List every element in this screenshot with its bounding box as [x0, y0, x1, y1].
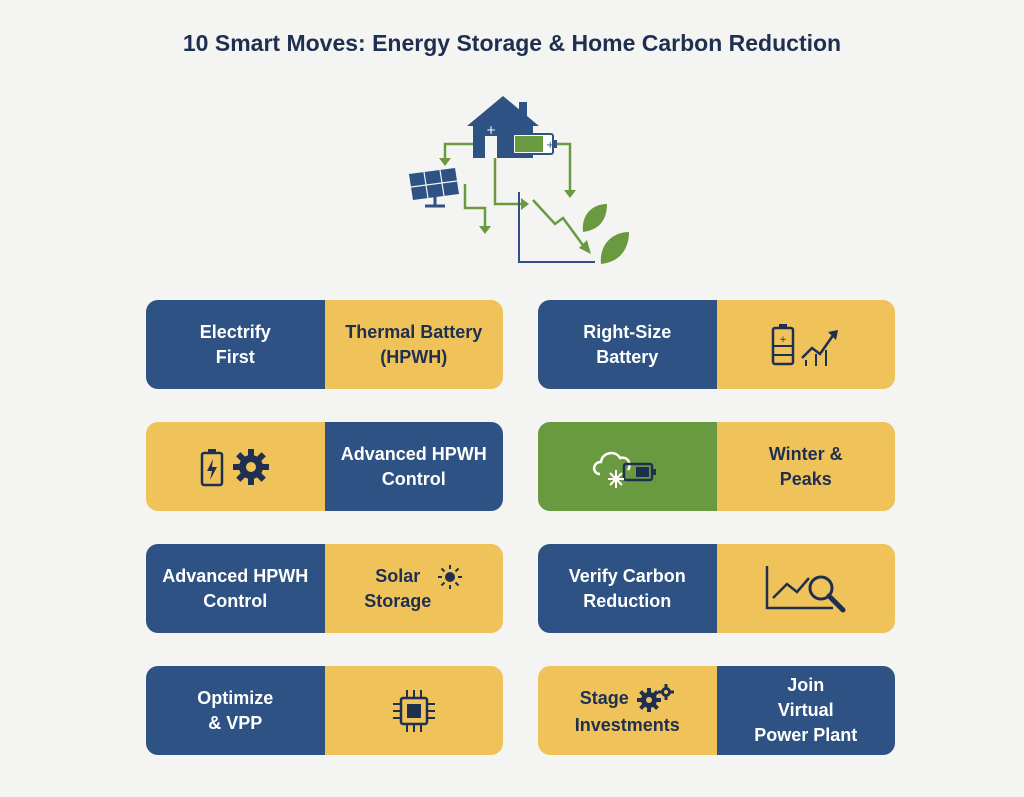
solar-panel-icon — [409, 168, 459, 208]
chart-magnifier-icon — [765, 565, 846, 612]
house-icon: + — [467, 96, 539, 158]
winter-peaks-panel: Winter & Peaks — [716, 422, 895, 511]
card-optimize-vpp: Optimize & VPP — [146, 666, 503, 755]
microchip-icon — [392, 689, 435, 732]
snowflake-icon — [608, 469, 625, 488]
stage-label: Stage — [579, 687, 629, 708]
advanced-hpwh-label-2: Advanced HPWH Control — [162, 565, 309, 611]
investments-label: Investments — [574, 715, 680, 735]
card-advanced-hpwh-2: Advanced HPWH Control Solar Storage — [146, 544, 503, 633]
card-winter-peaks: Winter & Peaks — [538, 422, 895, 511]
electrify-first-panel: Electrify First — [146, 300, 325, 389]
gears-icon — [636, 684, 674, 712]
hpwh-icon-panel — [146, 422, 325, 511]
battery-icon: + — [512, 133, 557, 155]
cloud-snow-battery-icon — [593, 451, 657, 488]
advanced-hpwh-panel-1: Advanced HPWH Control — [324, 422, 503, 511]
advanced-hpwh-label-1: Advanced HPWH Control — [340, 443, 487, 489]
thermal-battery-label: Thermal Battery (HPWH) — [345, 321, 483, 367]
card-advanced-hpwh-1: Advanced HPWH Control — [146, 422, 503, 511]
card-electrify-thermal: Electrify First Thermal Battery (HPWH) — [146, 300, 503, 389]
join-vpp-panel: Join Virtual Power Plant — [716, 666, 895, 755]
advanced-hpwh-panel-2: Advanced HPWH Control — [146, 544, 325, 633]
solar-storage-panel: Solar Storage — [324, 544, 503, 633]
hero-illustration: + + — [409, 96, 629, 264]
optimize-vpp-panel: Optimize & VPP — [146, 666, 325, 755]
thermal-battery-panel: Thermal Battery (HPWH) — [324, 300, 503, 389]
svg-text:+: + — [779, 335, 787, 345]
winter-icon-panel — [538, 422, 717, 511]
leaf-icon — [582, 204, 629, 264]
winter-peaks-label: Winter & Peaks — [768, 443, 843, 489]
page-title: 10 Smart Moves: Energy Storage & Home Ca… — [182, 30, 842, 56]
right-size-battery-panel: Right-Size Battery — [538, 300, 717, 389]
verify-carbon-label: Verify Carbon Reduction — [568, 565, 686, 611]
join-vpp-label: Join Virtual Power Plant — [754, 675, 858, 745]
solar-storage-label: Solar Storage — [364, 565, 432, 611]
arrowheads — [439, 158, 576, 234]
svg-text:+: + — [546, 140, 554, 151]
card-right-size-battery: Right-Size Battery + — [538, 300, 895, 389]
card-stage-join: Stage Investments — [538, 666, 895, 755]
verify-carbon-panel: Verify Carbon Reduction — [538, 544, 717, 633]
gear-icon — [233, 448, 270, 485]
battery-growth-icon: + — [771, 323, 838, 366]
stage-investments-panel: Stage Investments — [538, 666, 717, 755]
card-verify-carbon: Verify Carbon Reduction — [538, 544, 895, 633]
right-size-icon-panel: + — [716, 300, 895, 389]
electrify-first-label: Electrify First — [199, 321, 271, 367]
chip-icon-panel — [324, 666, 503, 755]
verify-icon-panel — [716, 544, 895, 633]
declining-chart-icon — [518, 192, 595, 263]
svg-text:+: + — [486, 123, 496, 137]
sun-icon — [438, 564, 463, 589]
arrow-icon — [443, 142, 572, 226]
right-size-battery-label: Right-Size Battery — [583, 321, 672, 367]
charging-battery-icon — [201, 448, 224, 486]
optimize-vpp-label: Optimize & VPP — [197, 687, 274, 733]
